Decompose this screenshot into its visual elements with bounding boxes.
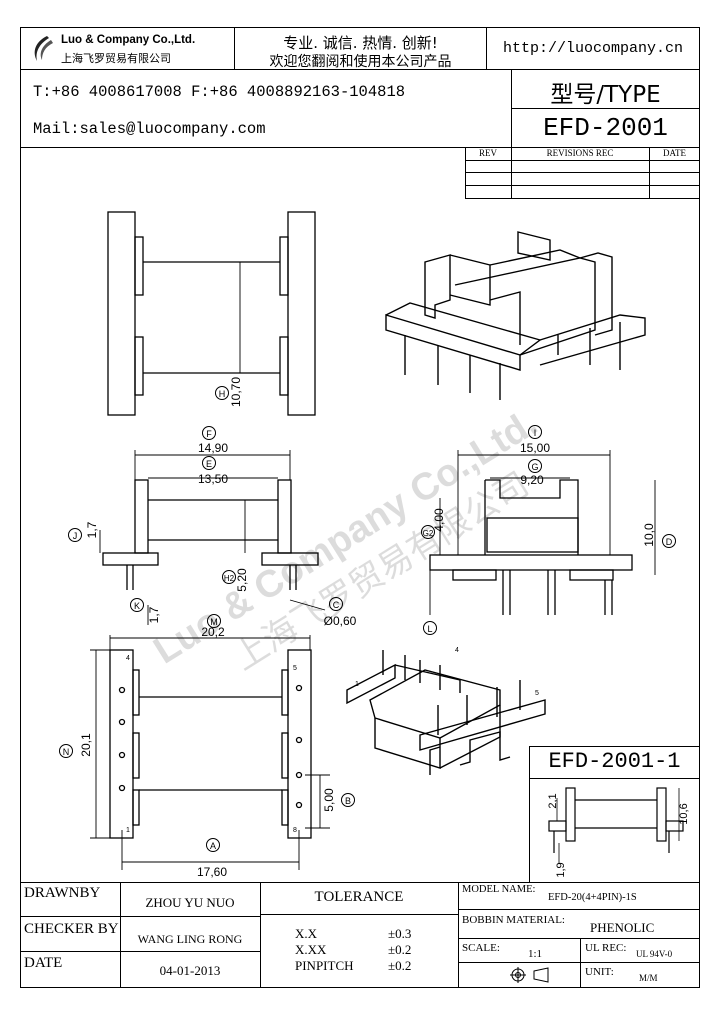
svg-text:4: 4 xyxy=(455,647,459,654)
phone-fax: T:+86 4008617008 F:+86 4008892163-104818 xyxy=(33,83,406,101)
dim-j-value: 1,7 xyxy=(85,521,99,538)
email[interactable]: Mail:sales@luocompany.com xyxy=(33,120,266,138)
tol-x-label: X.X xyxy=(295,926,318,941)
dim-h2-value: 5,20 xyxy=(235,568,249,592)
company-logo-icon xyxy=(34,36,53,61)
variant-dim-3: 1,9 xyxy=(555,862,567,877)
svg-text:1: 1 xyxy=(126,827,130,834)
company-name-cn: 上海飞罗贸易有限公司 xyxy=(61,52,171,65)
isometric-view-bottom: 1 4 5 xyxy=(346,647,546,775)
side-view: H 10,70 xyxy=(107,211,316,416)
svg-text:J: J xyxy=(73,531,78,541)
svg-text:K: K xyxy=(134,601,140,611)
scale-value: 1:1 xyxy=(528,948,543,960)
contact-block: T:+86 4008617008 F:+86 4008892163-104818… xyxy=(20,69,512,148)
checker-label: CHECKER BY xyxy=(24,921,119,937)
unit-label: UNIT: xyxy=(585,966,614,978)
dim-k-value: 1,7 xyxy=(147,606,161,623)
dim-h-value: 10,70 xyxy=(229,377,243,407)
bottom-view: 4 1 5 8 M 20,2 N 20,1 A 17,60 B 5,00 xyxy=(59,614,355,879)
end-view: I 15,00 G 9,20 G2 4,00 D 10,0 L xyxy=(421,425,676,635)
dim-g-value: 9,20 xyxy=(520,473,544,487)
svg-text:G2: G2 xyxy=(423,529,434,538)
tol-pin-label: PINPITCH xyxy=(295,958,354,973)
svg-text:E: E xyxy=(206,459,212,469)
tol-pin-value: ±0.2 xyxy=(388,958,412,973)
svg-text:L: L xyxy=(427,624,432,634)
unit-value: M/M xyxy=(639,973,658,983)
dim-marker-h xyxy=(215,386,229,400)
svg-text:N: N xyxy=(63,747,70,757)
svg-text:F: F xyxy=(206,429,212,439)
dim-b-value: 5,00 xyxy=(322,788,336,812)
dim-m-value: 20,2 xyxy=(201,625,225,639)
svg-text:8: 8 xyxy=(293,827,297,834)
website-link[interactable]: http://luocompany.cn xyxy=(502,40,684,57)
drawnby-value: ZHOU YU NUO xyxy=(145,895,235,910)
revisions-table xyxy=(465,147,700,199)
tolerance-label: TOLERANCE xyxy=(314,889,404,905)
svg-text:G: G xyxy=(531,462,538,472)
ul-rec-value: UL 94V-0 xyxy=(636,949,673,959)
svg-text:H2: H2 xyxy=(224,574,235,583)
bobbin-material-label: BOBBIN MATERIAL: xyxy=(462,914,565,926)
ul-rec-label: UL REC: xyxy=(585,942,627,954)
dim-d-value: 10,0 xyxy=(642,523,656,547)
type-label: 型号/TYPE xyxy=(550,82,661,108)
model-name-label: MODEL NAME: xyxy=(462,884,536,895)
tol-xx-value: ±0.2 xyxy=(388,942,412,957)
scale-label: SCALE: xyxy=(462,942,500,954)
variant-dim-2: 10,6 xyxy=(678,803,690,824)
slogan-block: 专业. 诚信. 热情. 创新! 欢迎您翻阅和使用本公司产品 xyxy=(234,27,487,70)
date-col-header: DATE xyxy=(663,148,686,158)
svg-text:D: D xyxy=(666,537,673,547)
bobbin-material-value: PHENOLIC xyxy=(590,920,655,935)
projection-symbol-icon xyxy=(510,967,549,983)
isometric-view-top xyxy=(385,231,646,400)
date-value: 04-01-2013 xyxy=(159,963,221,978)
variant-dim-1: 2,1 xyxy=(547,793,559,808)
front-view: F 14,90 E 13,50 J 1,7 H2 5,20 K 1,7 C Ø0… xyxy=(68,426,357,628)
dim-c-value: Ø0,60 xyxy=(324,614,357,628)
svg-text:1: 1 xyxy=(355,681,359,688)
checker-value: WANG LING RONG xyxy=(137,932,243,946)
model-number: EFD-2001 xyxy=(543,113,668,143)
date-label: DATE xyxy=(24,955,63,971)
svg-text:I: I xyxy=(534,428,537,438)
svg-text:B: B xyxy=(345,796,351,806)
dim-n-value: 20,1 xyxy=(79,733,93,757)
model-name-value: EFD-20(4+4PIN)-1S xyxy=(548,892,637,903)
dim-a-value: 17,60 xyxy=(197,865,227,879)
slogan-line2: 欢迎您翻阅和使用本公司产品 xyxy=(269,54,452,70)
dim-f-value: 14,90 xyxy=(198,441,228,455)
drawnby-label: DRAWNBY xyxy=(24,885,101,901)
dim-e-value: 13,50 xyxy=(198,472,228,486)
variant-drawing: 2,1 10,6 1,9 xyxy=(547,787,690,878)
company-name: Luo & Company Co.,Ltd. xyxy=(61,34,196,46)
dim-g2-value: 4,00 xyxy=(432,508,446,532)
dim-i-value: 15,00 xyxy=(520,441,550,455)
variant-title: EFD-2001-1 xyxy=(548,749,681,774)
svg-text:5: 5 xyxy=(535,690,539,697)
svg-text:4: 4 xyxy=(126,655,130,662)
svg-text:A: A xyxy=(210,841,216,851)
svg-text:5: 5 xyxy=(293,665,297,672)
title-block xyxy=(20,882,700,988)
svg-text:C: C xyxy=(333,600,340,610)
svg-text:M: M xyxy=(210,617,218,627)
rev-col-header: REV xyxy=(479,148,497,158)
tol-xx-label: X.XX xyxy=(295,942,327,957)
svg-text:H: H xyxy=(219,389,226,399)
tol-x-value: ±0.3 xyxy=(388,926,412,941)
revisions-col-header: REVISIONS REC xyxy=(546,148,614,158)
slogan-line1: 专业. 诚信. 热情. 创新! xyxy=(283,34,438,52)
